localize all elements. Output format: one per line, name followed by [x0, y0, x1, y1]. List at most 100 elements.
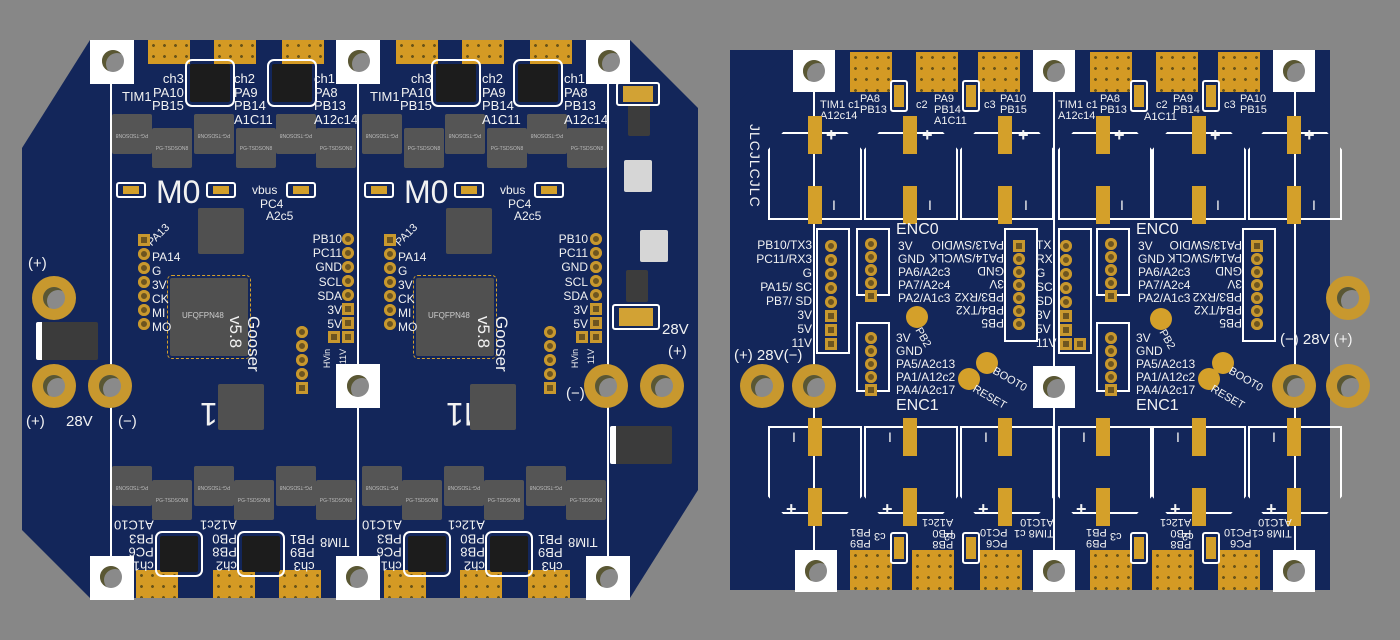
mosfet: PG-TSDSON8	[567, 128, 607, 168]
header-pin	[865, 251, 877, 263]
cap-pad	[808, 488, 822, 526]
cap-pad	[903, 488, 917, 526]
power-terminal	[1326, 276, 1370, 320]
resistor	[962, 532, 980, 564]
test-point-boot0[interactable]	[976, 352, 998, 374]
phase-pad	[460, 570, 502, 598]
cap-minus-mark: I	[1120, 197, 1124, 213]
cap-pad	[1192, 186, 1206, 224]
mount-hole	[1043, 560, 1065, 582]
header-pin	[865, 277, 877, 289]
phase-pad	[148, 40, 190, 64]
phase-pad	[384, 570, 426, 598]
enc0-pin-labels: 3V GND PA6/A2c3 PA7/A2c4 PA2/A1c3	[1138, 239, 1191, 305]
terminal-hole	[43, 375, 65, 397]
header-pin	[1105, 345, 1117, 357]
header-pin	[1013, 318, 1025, 330]
mount-pad	[793, 50, 835, 92]
header-pin	[865, 358, 877, 370]
header-pin	[590, 247, 602, 259]
mcu-chip: UFQFPN48	[413, 275, 497, 359]
mount-pad	[1033, 50, 1075, 92]
test-point-pb2[interactable]	[906, 306, 928, 328]
mosfet: PG-TSDSON8	[112, 114, 152, 154]
header-pin	[825, 282, 837, 294]
channel-label: ch2 PA9 PB14 A1C11	[234, 71, 273, 127]
channel-label: ch3 PB9 PB1	[290, 531, 315, 574]
header-pin	[138, 276, 150, 288]
header-pin	[544, 340, 556, 352]
header-pin	[138, 262, 150, 274]
mount-hole	[805, 560, 827, 582]
cap-plus-mark: +	[978, 499, 989, 519]
phase-pad	[462, 40, 504, 64]
channel-label: c3	[984, 99, 996, 111]
power-minus-label: (−)	[118, 413, 137, 430]
mosfet: PG-TSDSON8	[152, 128, 192, 168]
mcu-chip: UFQFPN48	[167, 275, 251, 359]
terminal-hole	[1337, 375, 1359, 397]
header-pin	[384, 234, 396, 246]
phase-pad	[916, 52, 958, 92]
cap-pad	[1096, 116, 1110, 154]
header-pin	[544, 368, 556, 380]
header-pin	[1013, 305, 1025, 317]
cap-pad	[1287, 186, 1301, 224]
header-pin	[1105, 238, 1117, 250]
header-pin	[576, 331, 588, 343]
cap-pad	[998, 488, 1012, 526]
channel-label: c3	[874, 530, 886, 542]
channel-label: c2	[1182, 530, 1194, 542]
swd-header-labels: PB5 PB4/TX2 PB3/RX2 3V GND PA14/SWCLK PA…	[1167, 238, 1242, 330]
test-point-boot0[interactable]	[1212, 352, 1234, 374]
mosfet: PG-TSDSON8	[527, 114, 567, 154]
channel-label: ch1 PA8 PB13 A12c14	[314, 71, 359, 127]
uart-short-labels: TX RX G SC SD 3V 5V 11V	[1036, 238, 1057, 350]
silk-divider	[357, 408, 359, 556]
header-pin	[1013, 266, 1025, 278]
cap-pad	[1192, 488, 1206, 526]
mount-hole	[598, 50, 620, 72]
header-pin	[1074, 338, 1086, 350]
channel-label: PA9 PB14 A1C11	[934, 93, 967, 127]
phase-pad	[279, 570, 321, 598]
phase-pad	[1156, 52, 1198, 92]
test-point-reset[interactable]	[958, 368, 980, 390]
power-terminal	[792, 364, 836, 408]
power-terminal	[740, 364, 784, 408]
header-pin	[1060, 240, 1072, 252]
test-point-pb2[interactable]	[1150, 308, 1172, 330]
header-pin	[590, 331, 602, 343]
vbus-label: vbus	[252, 183, 278, 197]
header-pin	[590, 289, 602, 301]
channel-label: PC6 PC10	[980, 526, 1008, 549]
header-pin	[296, 368, 308, 380]
mosfet: PG-TSDSON8	[362, 114, 402, 154]
header-pin	[1060, 310, 1072, 322]
timer-label: TIM1	[122, 89, 152, 104]
motor-label-m0: M0	[156, 174, 201, 210]
11v-label: 11V	[586, 348, 597, 365]
header-pin	[342, 275, 354, 287]
mosfet: PG-TSDSON8	[484, 480, 524, 520]
cap-pad	[1192, 418, 1206, 456]
header-pin	[1105, 384, 1117, 396]
phase-pad	[1218, 550, 1260, 590]
test-point-reset[interactable]	[1198, 368, 1220, 390]
resistor	[890, 80, 908, 112]
cap-pad	[1287, 418, 1301, 456]
mount-pad	[1273, 550, 1315, 592]
channel-label: TIM8 c1 A1C10	[1252, 516, 1292, 539]
header-pin	[544, 354, 556, 366]
header-pin	[825, 240, 837, 252]
phase-pad	[528, 570, 570, 598]
pc4-label: PC4	[508, 197, 532, 211]
gate-driver-chip	[267, 59, 317, 107]
terminal-hole	[803, 375, 825, 397]
channel-label: ch1 PC6 PB3 A1C10	[362, 517, 402, 574]
phase-pad	[213, 570, 255, 598]
header-pin	[590, 303, 602, 315]
a2c5-label: A2c5	[266, 209, 294, 223]
silk-divider	[110, 84, 112, 556]
header-pin	[1105, 264, 1117, 276]
